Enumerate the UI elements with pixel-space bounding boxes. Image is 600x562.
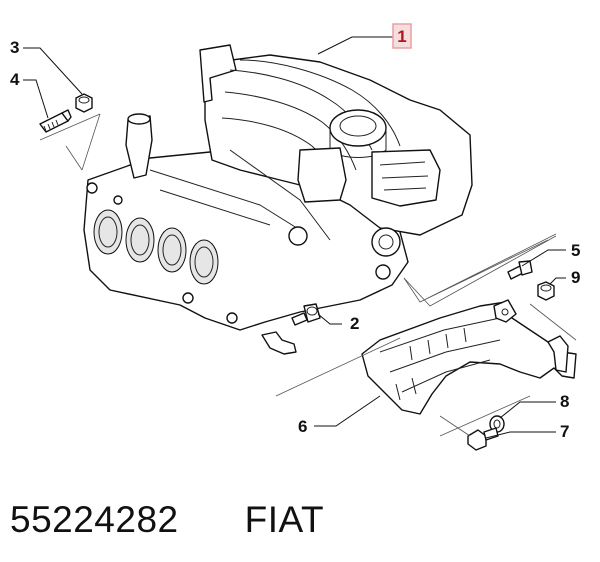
callout-1-highlight-box <box>392 23 412 49</box>
nut-part-9 <box>537 281 555 301</box>
callout-7: 7 <box>560 422 569 441</box>
callout-1: 1 <box>397 27 406 46</box>
callout-6: 6 <box>298 417 307 436</box>
bolt-part-7 <box>467 427 499 451</box>
callout-9: 9 <box>571 268 580 287</box>
nut-part-3 <box>75 93 93 113</box>
brand-name: FIAT <box>244 499 325 540</box>
bolt-part-2 <box>291 303 321 326</box>
callout-3: 3 <box>10 38 19 57</box>
callout-5: 5 <box>571 241 580 260</box>
support-bracket-part-6 <box>361 299 577 415</box>
callout-4: 4 <box>10 70 20 89</box>
exploded-parts-diagram: 1 2 3 4 5 6 7 8 9 <box>10 23 580 451</box>
leader-lines <box>23 36 577 439</box>
intake-manifold <box>83 44 473 355</box>
callout-2: 2 <box>350 314 359 333</box>
callout-8: 8 <box>560 392 569 411</box>
stud-part-4 <box>39 109 72 133</box>
part-footer: 55224282 FIAT <box>10 490 590 550</box>
part-number: 55224282 <box>10 499 179 540</box>
bolt-part-5 <box>507 260 533 280</box>
